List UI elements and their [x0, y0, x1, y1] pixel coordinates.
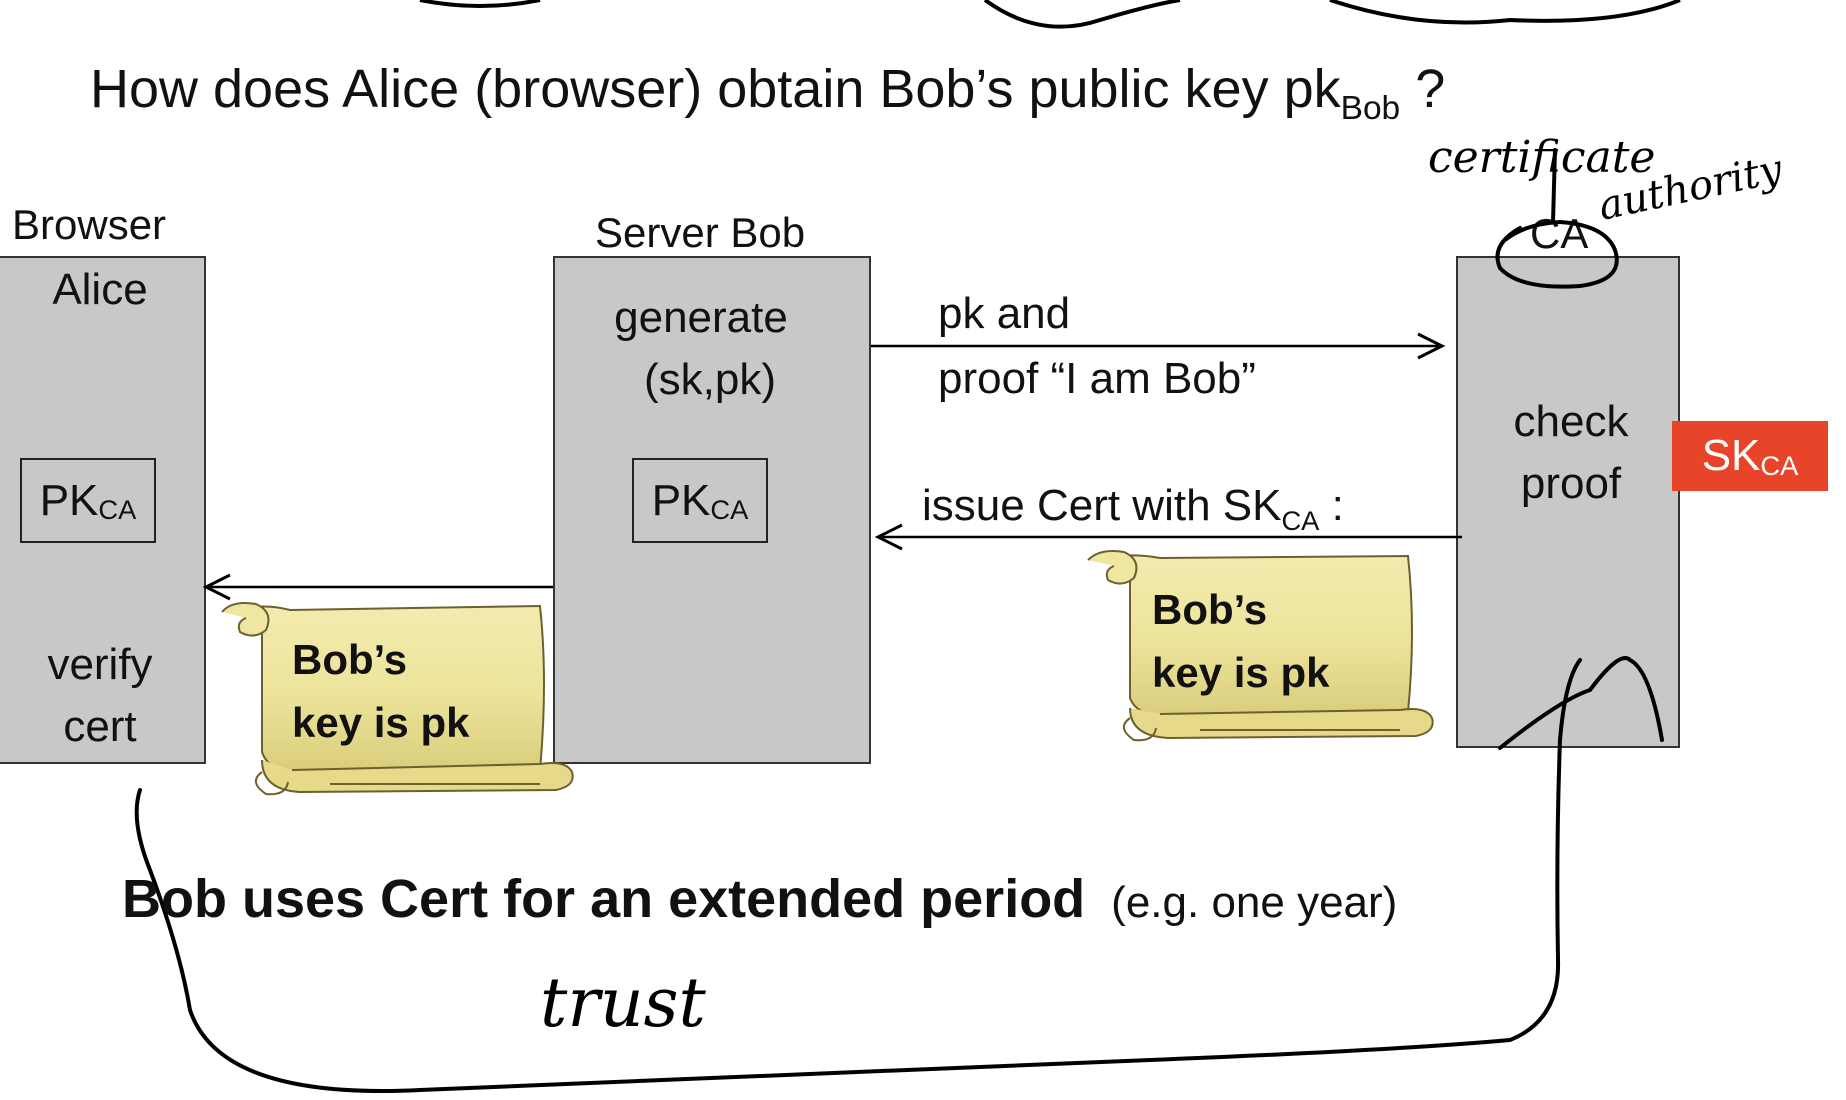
- cert-left-text: Bob’s key is pk: [292, 636, 470, 746]
- arrow-cert-head: [202, 573, 231, 601]
- server-label: Server Bob: [595, 209, 806, 256]
- ca-label: CA: [1530, 210, 1589, 257]
- browser-label: Browser: [12, 201, 167, 248]
- browser-name: Alice: [52, 265, 148, 314]
- ca-check-line2: proof: [1520, 459, 1622, 508]
- request-message-line1: pk and: [938, 289, 1071, 338]
- server-panel: [553, 256, 871, 764]
- ca-circle-mark: [1495, 220, 1619, 289]
- top-decorative-curve-3: [1329, 0, 1681, 25]
- ca-pointer-line: [1551, 148, 1557, 224]
- certificate-scroll-left: [221, 602, 574, 796]
- ca-tick-mark: [1498, 656, 1664, 750]
- issue-message: issue Cert with SKCA :: [922, 481, 1344, 536]
- diagram-title: How does Alice (browser) obtain Bob’s pu…: [90, 59, 1446, 127]
- browser-verify-line2: cert: [63, 702, 137, 751]
- arrow-request-head: [1417, 332, 1446, 360]
- bottom-statement: Bob uses Cert for an extended period(e.g…: [122, 869, 1398, 929]
- server-generate-line1: generate: [614, 293, 788, 342]
- top-decorative-curve-2: [983, 0, 1181, 29]
- request-message-line2: proof “I am Bob”: [938, 354, 1256, 403]
- annotation-certificate: certificate: [1428, 132, 1655, 183]
- browser-verify-line1: verify: [47, 640, 153, 689]
- title-question-mark: ?: [1415, 59, 1446, 119]
- cert-right-text: Bob’s key is pk: [1152, 586, 1330, 696]
- ca-check-line1: check: [1513, 397, 1629, 446]
- arrow-issue-head: [874, 523, 903, 551]
- browser-panel: [0, 256, 206, 764]
- annotation-trust: trust: [540, 964, 707, 1043]
- ca-panel: [1456, 256, 1680, 748]
- top-decorative-curve-1: [419, 0, 541, 8]
- handwritten-annotations: [134, 148, 1664, 1093]
- title-subscript: Bob: [1340, 89, 1401, 127]
- certificate-scroll-right: [1087, 550, 1434, 742]
- trust-loop: [134, 658, 1582, 1093]
- server-generate-line2: (sk,pk): [644, 355, 776, 404]
